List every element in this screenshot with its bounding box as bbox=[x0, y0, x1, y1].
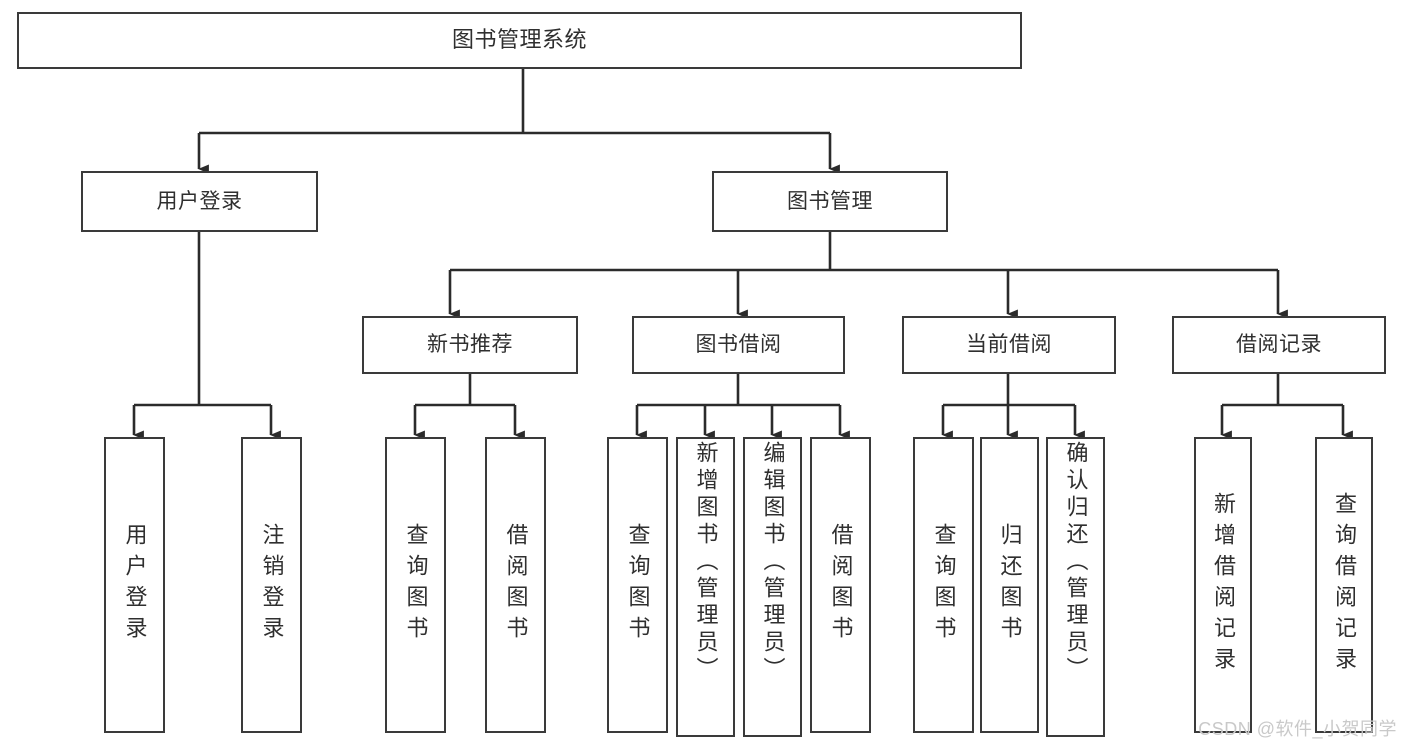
node-leaf-query-book-3[interactable]: 查询图书 bbox=[913, 437, 974, 733]
node-leaf-confirm-return-label: 确认归还（管理员） bbox=[1063, 441, 1089, 684]
node-leaf-logout[interactable]: 注销登录 bbox=[241, 437, 302, 733]
node-borrow-record[interactable]: 借阅记录 bbox=[1172, 316, 1386, 374]
node-leaf-borrow-book-2-label: 借阅图书 bbox=[828, 523, 854, 647]
node-borrow-record-label: 借阅记录 bbox=[1236, 333, 1322, 357]
node-new-book-recommend-label: 新书推荐 bbox=[427, 333, 513, 357]
node-leaf-user-login[interactable]: 用户登录 bbox=[104, 437, 165, 733]
node-leaf-borrow-book-1[interactable]: 借阅图书 bbox=[485, 437, 546, 733]
node-book-manage[interactable]: 图书管理 bbox=[712, 171, 948, 232]
node-user-login-label: 用户登录 bbox=[156, 189, 243, 213]
node-leaf-return-book[interactable]: 归还图书 bbox=[980, 437, 1039, 733]
node-leaf-borrow-book-2[interactable]: 借阅图书 bbox=[810, 437, 871, 733]
node-leaf-user-login-label: 用户登录 bbox=[122, 523, 148, 647]
node-book-manage-label: 图书管理 bbox=[787, 189, 873, 213]
node-leaf-return-book-label: 归还图书 bbox=[997, 523, 1023, 647]
node-root-label: 图书管理系统 bbox=[451, 27, 587, 53]
node-leaf-add-book[interactable]: 新增图书（管理员） bbox=[676, 437, 735, 737]
node-leaf-logout-label: 注销登录 bbox=[259, 523, 285, 647]
node-leaf-query-book-1-label: 查询图书 bbox=[403, 523, 429, 647]
node-user-login[interactable]: 用户登录 bbox=[81, 171, 318, 232]
node-book-borrow-label: 图书借阅 bbox=[695, 333, 782, 357]
node-root[interactable]: 图书管理系统 bbox=[17, 12, 1022, 69]
node-leaf-query-book-1[interactable]: 查询图书 bbox=[385, 437, 446, 733]
node-leaf-query-book-2[interactable]: 查询图书 bbox=[607, 437, 668, 733]
node-current-borrow[interactable]: 当前借阅 bbox=[902, 316, 1116, 374]
node-new-book-recommend[interactable]: 新书推荐 bbox=[362, 316, 578, 374]
node-leaf-add-book-label: 新增图书（管理员） bbox=[693, 441, 719, 684]
node-leaf-edit-book[interactable]: 编辑图书（管理员） bbox=[743, 437, 802, 737]
node-leaf-add-record-label: 新增借阅记录 bbox=[1211, 492, 1236, 678]
node-leaf-query-book-2-label: 查询图书 bbox=[625, 523, 651, 647]
node-leaf-confirm-return[interactable]: 确认归还（管理员） bbox=[1046, 437, 1105, 737]
node-current-borrow-label: 当前借阅 bbox=[966, 333, 1052, 357]
node-leaf-edit-book-label: 编辑图书（管理员） bbox=[760, 441, 786, 684]
node-leaf-query-record[interactable]: 查询借阅记录 bbox=[1315, 437, 1373, 733]
node-book-borrow[interactable]: 图书借阅 bbox=[632, 316, 845, 374]
node-leaf-borrow-book-1-label: 借阅图书 bbox=[503, 523, 529, 647]
node-leaf-query-book-3-label: 查询图书 bbox=[931, 523, 957, 647]
watermark: CSDN @软件_小贺同学 bbox=[1198, 719, 1397, 739]
node-leaf-query-record-label: 查询借阅记录 bbox=[1332, 492, 1357, 678]
node-leaf-add-record[interactable]: 新增借阅记录 bbox=[1194, 437, 1252, 733]
